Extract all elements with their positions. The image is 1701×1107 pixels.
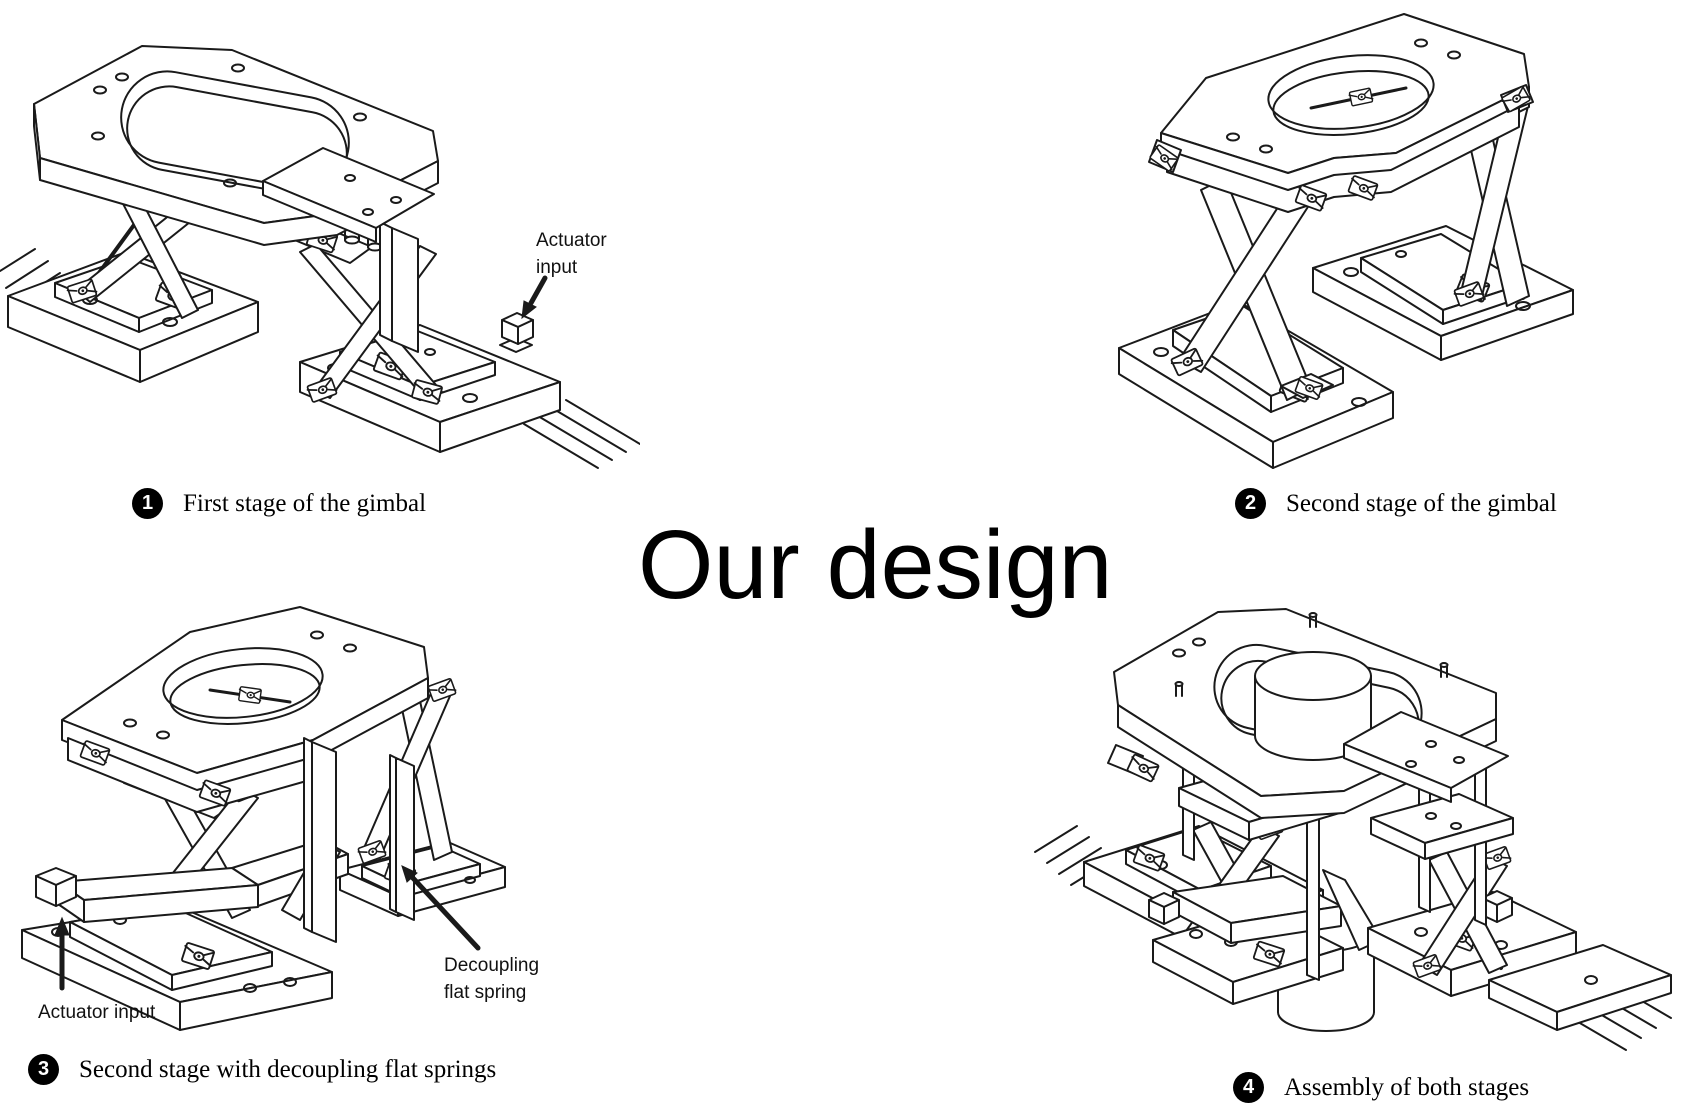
decoupling-flat-spring-label: Decoupling flat spring <box>444 955 540 1003</box>
decoupling-flat-springs <box>303 737 415 943</box>
actuator-input-cube <box>499 312 534 353</box>
actuator-input-label-3: Actuator input <box>38 1002 156 1023</box>
first-stage-drawing <box>0 45 640 469</box>
ground-hatch-right <box>523 399 640 469</box>
second-stage-drawing <box>1118 13 1574 469</box>
step-badge-4: 4 <box>1233 1072 1264 1103</box>
stage-platform-right <box>1370 793 1514 860</box>
actuator-input-cube <box>35 867 77 907</box>
step-badge-2: 2 <box>1235 488 1266 519</box>
base-plate-left <box>7 251 259 383</box>
mount-plate-right <box>1343 711 1509 803</box>
caption-3: 3 Second stage with decoupling flat spri… <box>28 1054 496 1085</box>
caption-1: 1 First stage of the gimbal <box>132 488 426 519</box>
caption-2: 2 Second stage of the gimbal <box>1235 488 1557 519</box>
center-cylinder <box>1254 651 1372 761</box>
actuator-column <box>379 221 419 353</box>
assembly-drawing <box>1034 608 1672 1051</box>
actuator-arrow <box>521 275 548 320</box>
top-plate <box>1148 13 1534 213</box>
base-plate-right <box>1312 225 1574 361</box>
slide-title: Our design <box>638 510 1113 619</box>
caption-text-2: Second stage of the gimbal <box>1286 489 1557 517</box>
caption-4: 4 Assembly of both stages <box>1233 1072 1529 1103</box>
actuator-input-label-1: Actuator input <box>536 230 607 278</box>
step-badge-1: 1 <box>132 488 163 519</box>
second-stage-springs-drawing <box>21 606 506 1031</box>
mount-plate-right <box>262 147 435 243</box>
spring-arrow <box>401 865 481 951</box>
caption-text-3: Second stage with decoupling flat spring… <box>79 1055 497 1083</box>
step-badge-3: 3 <box>28 1054 59 1085</box>
actuator-arrow <box>54 916 70 991</box>
top-plate <box>61 606 429 813</box>
caption-text-1: First stage of the gimbal <box>183 489 427 517</box>
caption-text-4: Assembly of both stages <box>1284 1073 1530 1101</box>
